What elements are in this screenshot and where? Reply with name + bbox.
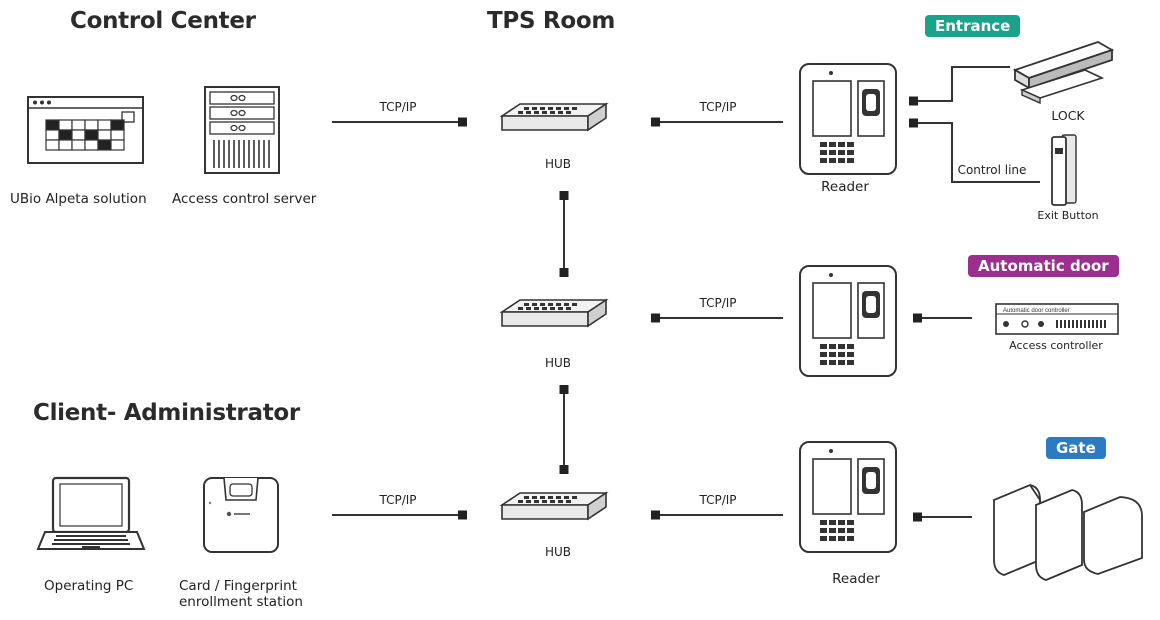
entrance-badge: Entrance bbox=[925, 15, 1021, 37]
access-controller-icon: Automatic door controller bbox=[995, 303, 1119, 335]
tcpip-label-client: TCP/IP bbox=[379, 493, 417, 507]
hub-3-caption: HUB bbox=[544, 545, 572, 559]
hub-2-caption: HUB bbox=[544, 356, 572, 370]
hub-1-caption: HUB bbox=[544, 157, 572, 171]
access-controller-panel-label: Automatic door controller bbox=[1003, 308, 1070, 314]
gate-icon bbox=[993, 484, 1143, 581]
lock-icon bbox=[1012, 41, 1115, 105]
software-window-icon bbox=[27, 96, 144, 164]
reader-1-caption: Reader bbox=[821, 179, 869, 195]
reader-1-icon bbox=[799, 63, 897, 175]
operating-pc-caption: Operating PC bbox=[44, 578, 134, 594]
tcpip-label-reader-2: TCP/IP bbox=[699, 296, 737, 310]
automatic-door-badge: Automatic door bbox=[968, 255, 1119, 277]
tcpip-label-reader-1: TCP/IP bbox=[699, 100, 737, 114]
lock-caption: LOCK bbox=[1051, 108, 1085, 123]
control-center-title: Control Center bbox=[70, 8, 256, 34]
reader-2-icon bbox=[799, 265, 897, 377]
gate-badge: Gate bbox=[1046, 437, 1106, 459]
hub-3-icon bbox=[501, 492, 607, 520]
reader-3-caption: Reader bbox=[832, 571, 880, 587]
client-admin-title: Client- Administrator bbox=[33, 400, 300, 426]
server-caption: Access control server bbox=[172, 191, 317, 207]
hub-1-icon bbox=[501, 103, 607, 131]
control-line-label: Control line bbox=[957, 163, 1027, 177]
exit-button-caption: Exit Button bbox=[1037, 209, 1099, 222]
enrollment-station-caption: Card / Fingerprint enrollment station bbox=[179, 578, 303, 610]
laptop-icon bbox=[36, 476, 146, 550]
reader-3-icon bbox=[799, 441, 897, 553]
ubio-caption: UBio Alpeta solution bbox=[10, 191, 147, 207]
tcpip-label-server: TCP/IP bbox=[379, 100, 417, 114]
hub-2-icon bbox=[501, 299, 607, 327]
access-controller-caption: Access controller bbox=[1009, 339, 1103, 352]
exit-button-icon bbox=[1051, 134, 1077, 206]
enrollment-station-icon bbox=[203, 477, 279, 553]
tps-room-title: TPS Room bbox=[487, 8, 615, 34]
server-rack-icon bbox=[204, 86, 280, 174]
tcpip-label-reader-3: TCP/IP bbox=[699, 493, 737, 507]
